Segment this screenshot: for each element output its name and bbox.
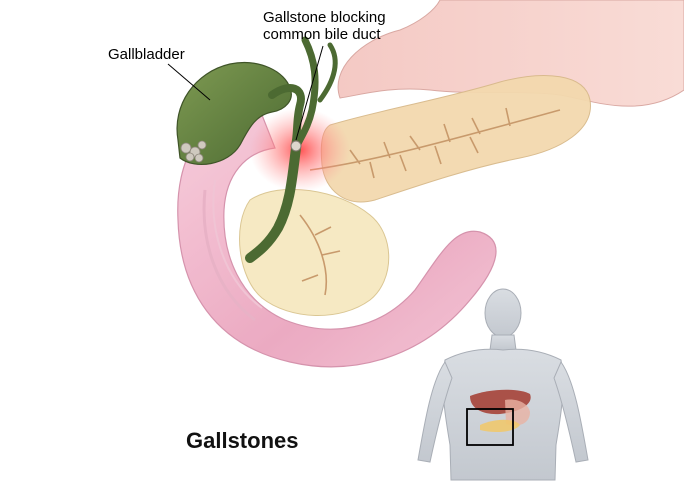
label-gallbladder: Gallbladder	[108, 46, 185, 63]
pancreatic-duct	[299, 107, 561, 296]
blocking-gallstone	[290, 140, 302, 152]
label-stone-line2: common bile duct	[263, 26, 381, 43]
inset-stomach	[505, 399, 530, 426]
inset-highlight-box	[466, 408, 514, 446]
leader-gallbladder	[167, 63, 211, 101]
figure-title: Gallstones	[186, 428, 299, 453]
gallstones-in-bladder	[180, 140, 207, 163]
duodenum	[177, 109, 497, 368]
cystic-duct	[268, 84, 305, 149]
hepatic-duct	[292, 36, 319, 152]
leader-stone	[295, 45, 324, 141]
common-bile-duct	[245, 143, 301, 263]
label-stone-line1: Gallstone blocking	[263, 9, 386, 26]
stomach	[337, 0, 684, 107]
inset-pancreas	[480, 419, 520, 433]
body-figure	[417, 288, 589, 481]
gallbladder	[176, 62, 292, 166]
label-gallstone-blocking: Gallstone blocking common bile duct	[263, 9, 386, 43]
